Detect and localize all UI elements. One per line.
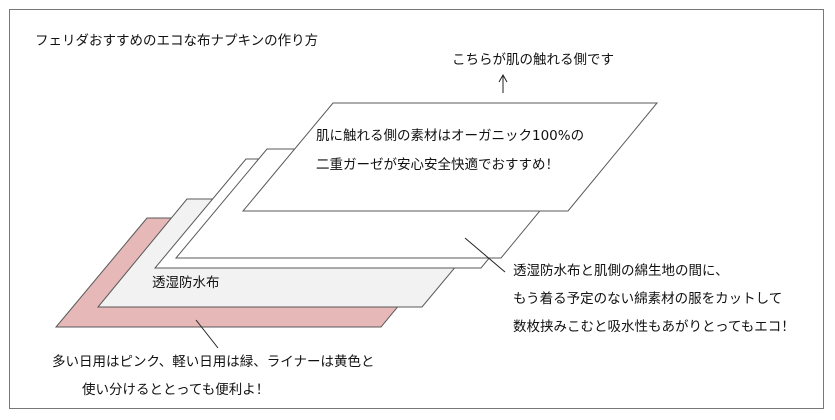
diagram-frame — [9, 9, 824, 409]
top-layer-text-1: 肌に触れる側の素材はオーガニック100%の — [316, 128, 585, 144]
arrow-up-icon — [498, 73, 508, 83]
top-gauze-layer — [241, 102, 659, 212]
waterproof-label: 透湿防水布 — [152, 275, 220, 291]
middle-note-2: もう着る予定のない綿素材の服をカットして — [513, 291, 783, 307]
middle-note-3: 数枚挟みこむと吸水性もあがりとってもエコ！ — [513, 319, 795, 335]
middle-callout-line — [464, 237, 506, 273]
diagram-title: フェリダおすすめのエコな布ナプキンの作り方 — [35, 33, 319, 49]
bottom-note-2: 使い分けるととっても便利よ！ — [82, 382, 270, 398]
bottom-callout-line — [195, 319, 219, 349]
bottom-note-1: 多い日用はピンク、軽い日用は緑、ライナーは黄色と — [52, 354, 375, 370]
skin-side-label: こちらが肌の触れる側です — [452, 52, 614, 68]
top-layer-text-2: 二重ガーゼが安心安全快適でおすすめ！ — [316, 157, 559, 173]
middle-note-1: 透湿防水布と肌側の綿生地の間に、 — [513, 263, 729, 279]
